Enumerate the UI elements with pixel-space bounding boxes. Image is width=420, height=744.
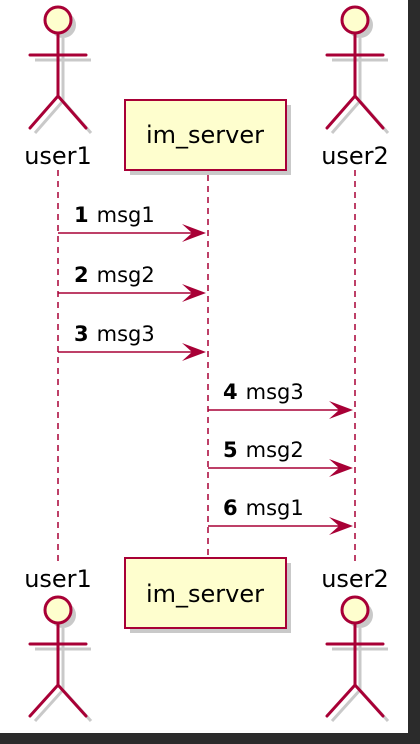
- message-label: msg3: [246, 380, 304, 404]
- participant-label-im-server-top: im_server: [146, 121, 264, 149]
- actor-head: [43, 595, 73, 625]
- message-label: msg1: [97, 203, 155, 227]
- participant-label-im-server-bottom: im_server: [146, 580, 264, 608]
- message-number: 1: [74, 203, 89, 227]
- actor-label-user2-bottom: user2: [321, 565, 389, 593]
- arrow-head-icon: [329, 459, 353, 477]
- sequence-diagram-svg: user1 user2 im_server 1 msg1 2 msg2: [24, 5, 390, 723]
- actor-user1-bottom: [28, 595, 93, 723]
- arrow-head-icon: [182, 343, 206, 361]
- message-5: 5 msg2: [208, 438, 353, 477]
- actor-user2-top: [325, 5, 390, 134]
- actor-user1-top: [28, 5, 93, 134]
- message-3: 3 msg3: [58, 322, 206, 361]
- message-2: 2 msg2: [58, 263, 206, 302]
- sequence-diagram: user1 user2 im_server 1 msg1 2 msg2: [0, 0, 408, 733]
- message-number: 5: [223, 438, 238, 462]
- message-label: msg2: [97, 263, 155, 287]
- actor-head: [340, 5, 370, 35]
- arrow-head-icon: [182, 224, 206, 242]
- message-number: 4: [223, 380, 238, 404]
- participant-im-server-top: im_server: [124, 99, 291, 175]
- message-6: 6 msg1: [208, 496, 353, 535]
- message-number: 6: [223, 496, 238, 520]
- actor-label-user1-top: user1: [24, 142, 92, 170]
- arrow-head-icon: [182, 284, 206, 302]
- message-label: msg3: [97, 322, 155, 346]
- actor-label-user1-bottom: user1: [24, 565, 92, 593]
- message-1: 1 msg1: [58, 203, 206, 242]
- message-4: 4 msg3: [208, 380, 353, 419]
- message-label: msg2: [246, 438, 304, 462]
- message-number: 2: [74, 263, 89, 287]
- actor-head: [340, 595, 370, 625]
- message-number: 3: [74, 322, 89, 346]
- actor-label-user2-top: user2: [321, 142, 389, 170]
- arrow-head-icon: [329, 517, 353, 535]
- message-label: msg1: [246, 496, 304, 520]
- participant-im-server-bottom: im_server: [124, 557, 291, 633]
- actor-head: [43, 5, 73, 35]
- arrow-head-icon: [329, 401, 353, 419]
- actor-user2-bottom: [325, 595, 390, 723]
